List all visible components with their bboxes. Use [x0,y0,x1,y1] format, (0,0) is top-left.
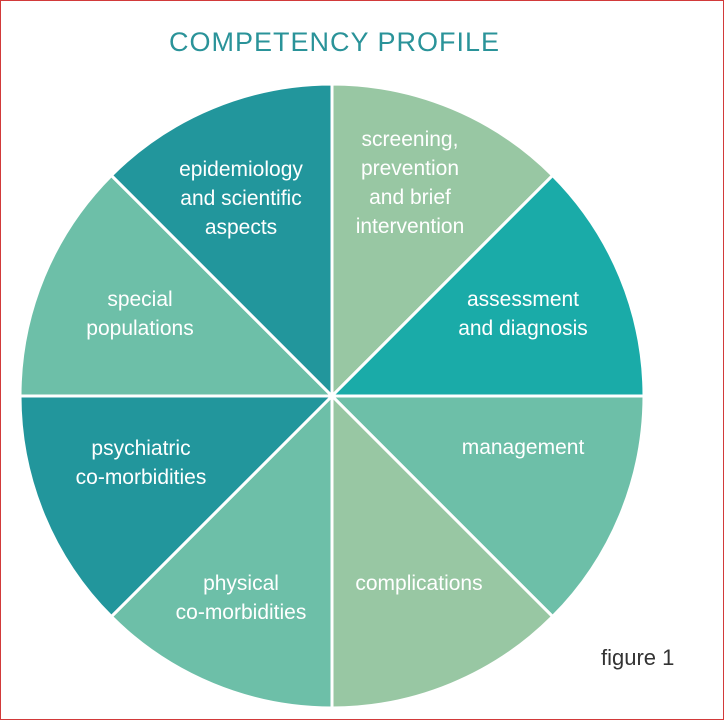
segment-screening [330,82,555,398]
segment-special [18,173,334,398]
segment-label-management: management [462,436,585,459]
segment-psychiatric [18,394,334,619]
wheel-segments [18,82,646,710]
segment-label-complications: complications [355,572,482,595]
segment-complications [330,394,555,710]
segment-physical [109,394,334,710]
figure-caption: figure 1 [601,645,675,670]
segment-management [330,394,646,619]
diagram-title: COMPETENCY PROFILE [168,27,501,57]
segment-epidemiology [109,82,334,398]
segment-assessment [330,173,646,398]
